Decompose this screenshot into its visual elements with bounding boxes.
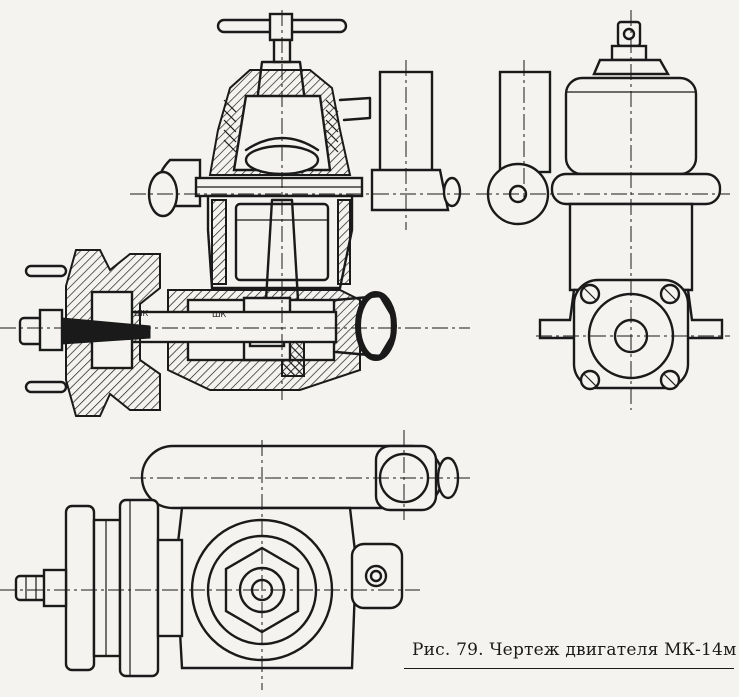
- figure-caption: Рис. 79. Чертеж двигателя МК-14м: [412, 640, 737, 660]
- sectional-view: ШК ШК: [18, 12, 462, 417]
- caption-rule: [404, 668, 734, 669]
- plan-view: [14, 444, 460, 678]
- center-lines: [0, 10, 730, 690]
- plan-prop-hub: [64, 504, 96, 672]
- side-view: [486, 20, 724, 391]
- crank-label-right: ШК: [212, 310, 227, 319]
- cooling-fins: [223, 99, 339, 153]
- crank-label-left: ШК: [134, 309, 149, 318]
- crankshaft: [118, 310, 338, 344]
